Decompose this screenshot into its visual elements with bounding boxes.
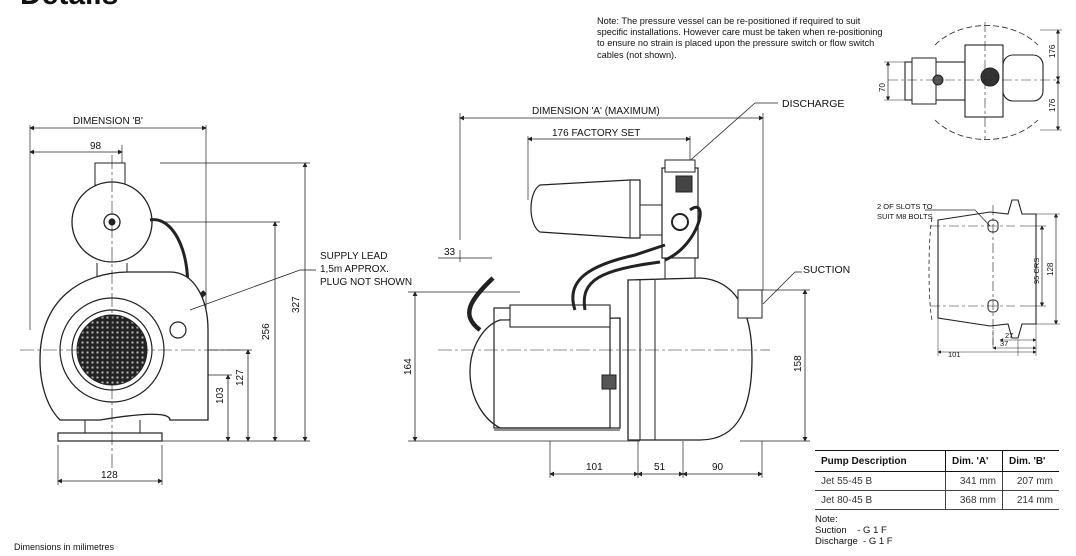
dim-158: 158	[793, 355, 804, 372]
base-dim-128: 128	[1046, 262, 1055, 276]
title-fragment: Details	[20, 0, 118, 11]
base-dim-37: 37	[1000, 339, 1008, 348]
repositioning-note: Note: The pressure vessel can be re-posi…	[597, 16, 883, 60]
slots-line1: 2 OF SLOTS TO	[877, 202, 933, 211]
supply-lead-3: PLUG NOT SHOWN	[320, 277, 412, 288]
dim-a-label: DIMENSION 'A' (MAXIMUM)	[532, 106, 660, 117]
row1-dim-b: 207 mm	[1002, 471, 1059, 491]
dim-327: 327	[291, 296, 302, 313]
header-pump-description: Pump Description	[815, 450, 946, 472]
table-header-row: Pump Description Dim. 'A' Dim. 'B'	[815, 450, 1059, 472]
table-row: Jet 80-45 B 368 mm 214 mm	[815, 490, 1059, 510]
dim-33: 33	[444, 247, 456, 258]
row2-dim-a: 368 mm	[945, 490, 1003, 510]
top-dim-176a: 176	[1048, 44, 1057, 58]
discharge-label: DISCHARGE	[782, 98, 844, 110]
base-dim-101: 101	[948, 350, 961, 359]
dim-factory-set: 176 FACTORY SET	[552, 128, 640, 139]
header-dim-b: Dim. 'B'	[1002, 450, 1059, 472]
dim-164: 164	[403, 358, 414, 375]
base-dim-27: 27	[1005, 331, 1013, 340]
supply-lead-2: 1,5m APPROX.	[320, 264, 389, 275]
dim-98: 98	[90, 141, 102, 152]
left-end-view: DIMENSION 'B' 98 128	[20, 116, 412, 485]
base-dim-crs: 95 CRS	[1032, 258, 1041, 284]
dim-127: 127	[235, 369, 246, 386]
dim-51: 51	[654, 462, 666, 473]
row1-description: Jet 55-45 B	[815, 471, 946, 491]
row1-dim-a: 341 mm	[945, 471, 1003, 491]
front-side-view: DIMENSION 'A' (MAXIMUM) 176 FACTORY SET …	[403, 98, 850, 478]
header-dim-a: Dim. 'A'	[945, 450, 1003, 472]
base-view: 2 OF SLOTS TO SUIT M8 BOLTS 128 95 CRS 2…	[877, 199, 1060, 359]
table-note-label: Note:	[815, 514, 838, 525]
dim-256: 256	[261, 323, 272, 340]
row2-dim-b: 214 mm	[1002, 490, 1059, 510]
dim-103: 103	[215, 387, 226, 404]
top-dim-176b: 176	[1048, 98, 1057, 112]
dim-b-label: DIMENSION 'B'	[73, 116, 143, 127]
units-footer: Dimensions in milimetres	[14, 542, 115, 552]
pump-dimension-table: Pump Description Dim. 'A' Dim. 'B' Jet 5…	[815, 450, 1059, 510]
table-note-discharge: Discharge - G 1 F	[815, 536, 893, 547]
supply-lead-1: SUPPLY LEAD	[320, 251, 387, 262]
row2-description: Jet 80-45 B	[815, 490, 946, 510]
table-note-suction: Suction - G 1 F	[815, 525, 887, 536]
dim-128-left: 128	[101, 470, 118, 481]
slots-line2: SUIT M8 BOLTS	[877, 212, 933, 221]
suction-label: SUCTION	[803, 264, 850, 276]
dim-90: 90	[712, 462, 724, 473]
table-note: Note: Suction - G 1 F Discharge - G 1 F	[815, 514, 893, 547]
top-dim-70: 70	[878, 83, 887, 92]
top-view: 70 176 176	[878, 22, 1062, 140]
dim-101-front: 101	[586, 462, 603, 473]
table-row: Jet 55-45 B 341 mm 207 mm	[815, 471, 1059, 491]
